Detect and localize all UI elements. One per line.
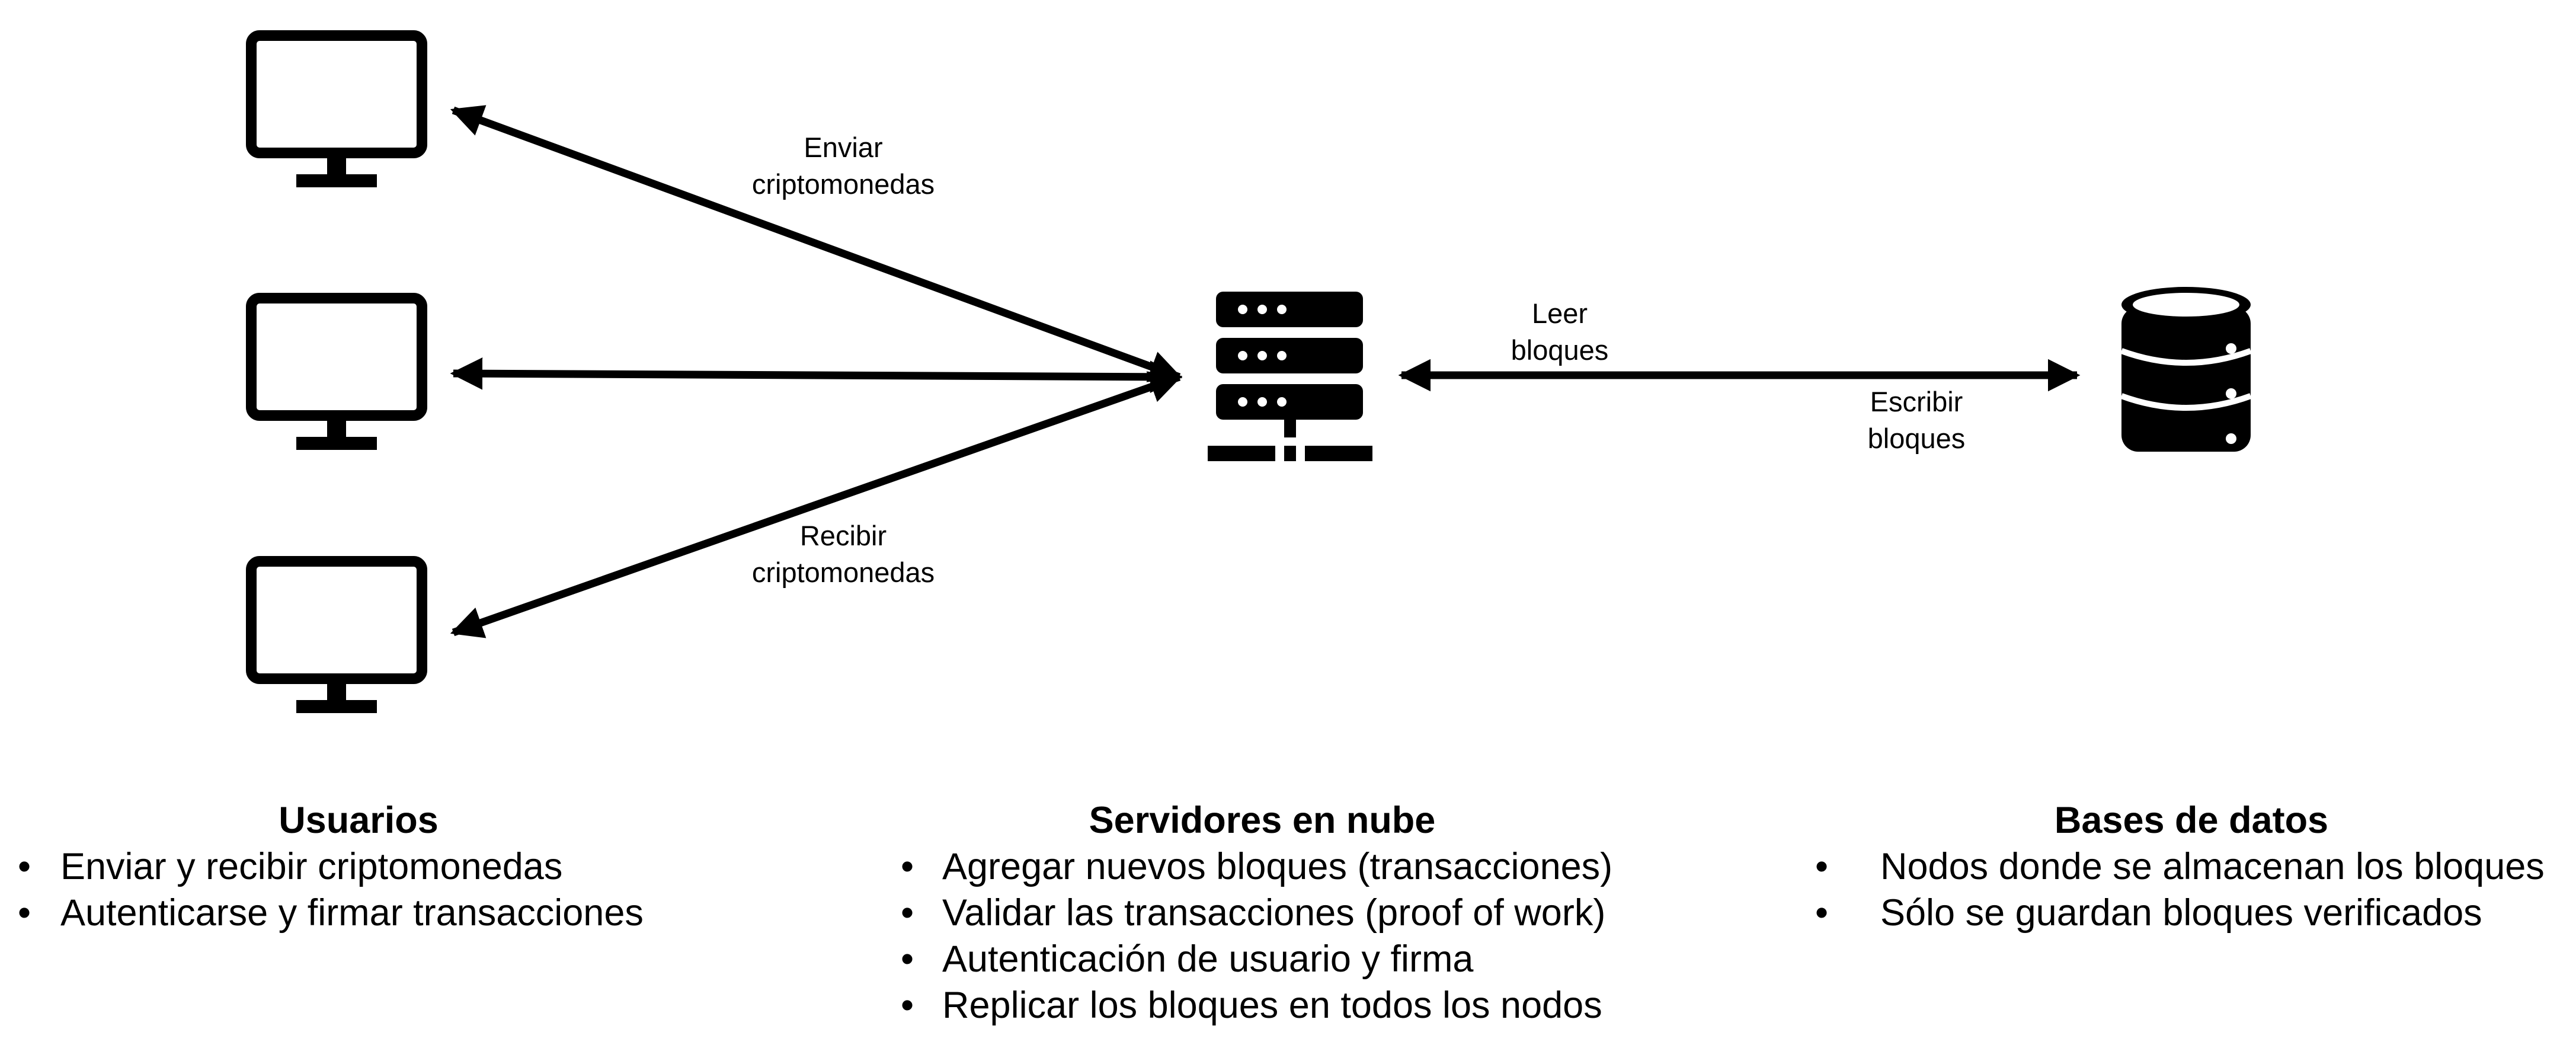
arrow-send <box>450 105 1183 382</box>
list-item: Autenticación de usuario y firma <box>901 936 1624 982</box>
servers-title: Servidores en nube <box>1089 800 1436 841</box>
users-title: Usuarios <box>279 800 439 841</box>
monitor-icon <box>251 36 422 187</box>
list-item: Autenticarse y firmar transacciones <box>18 890 699 936</box>
servers-description: Servidores en nube Agregar nuevos bloque… <box>901 797 1624 1028</box>
users-description: Usuarios Enviar y recibir criptomonedas … <box>18 797 699 936</box>
list-item: Enviar y recibir criptomonedas <box>18 843 699 890</box>
server-icon <box>1208 292 1372 461</box>
list-item: Replicar los bloques en todos los nodos <box>901 982 1624 1028</box>
database-icon <box>2120 287 2252 452</box>
list-item: Agregar nuevos bloques (transacciones) <box>901 843 1624 890</box>
arrow-middle <box>450 357 1183 394</box>
databases-title: Bases de datos <box>2054 800 2329 841</box>
databases-description: Bases de datos Nodos donde se almacenan … <box>1815 797 2568 936</box>
arrow-receive <box>450 371 1183 638</box>
monitor-icon <box>251 561 422 713</box>
list-item: Sólo se guardan bloques verificados <box>1815 890 2568 936</box>
monitor-icon <box>251 298 422 450</box>
list-item: Validar las transacciones (proof of work… <box>901 890 1624 936</box>
list-item: Nodos donde se almacenan los bloques <box>1815 843 2568 890</box>
